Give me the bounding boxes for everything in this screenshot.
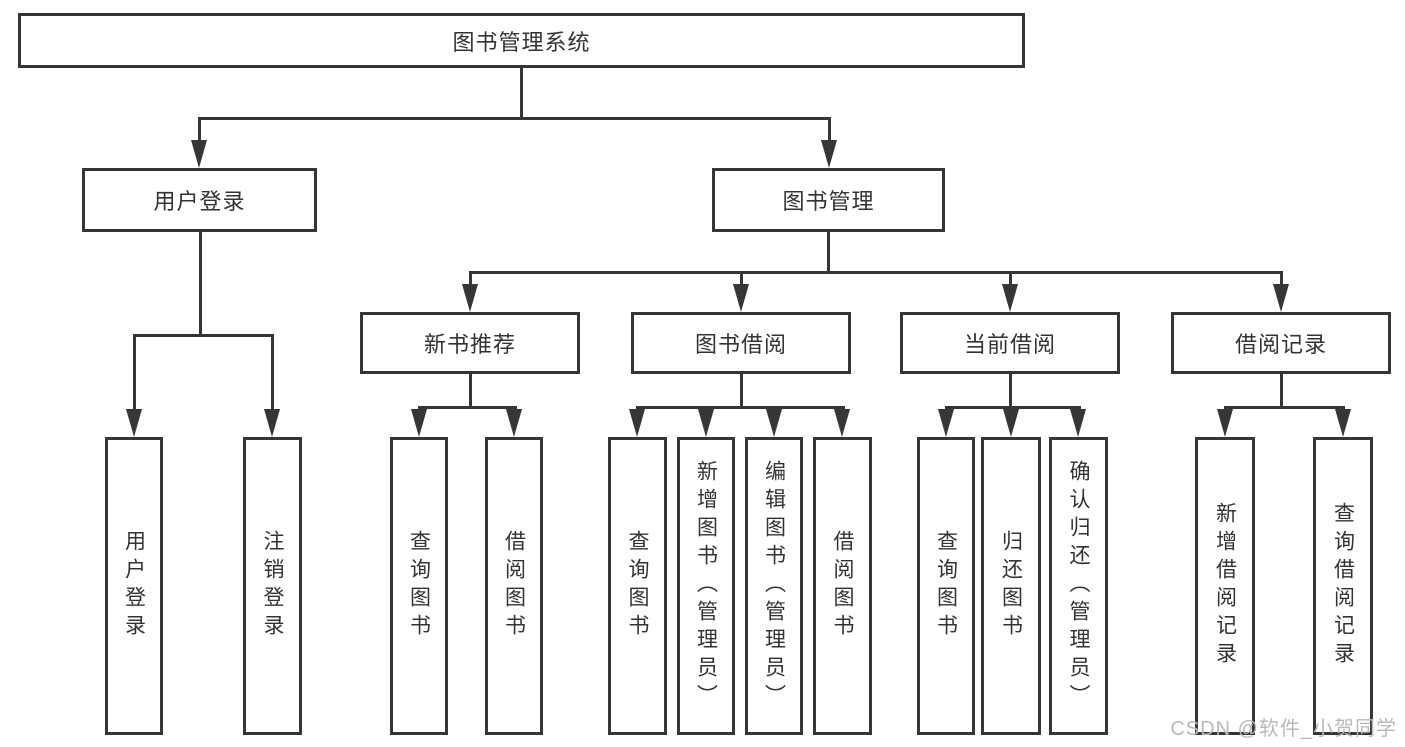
node-user-login: 用户登录	[82, 168, 317, 232]
leaf-user-login: 用户登录	[105, 437, 163, 735]
connector-level2-rail	[198, 117, 831, 120]
connector-stem	[740, 271, 743, 287]
arrow-down-icon	[766, 409, 782, 437]
arrow-down-icon	[1003, 409, 1019, 437]
connector-group-rail	[1224, 406, 1345, 409]
arrow-down-icon	[1273, 284, 1289, 312]
leaf-query-books-current: 查询图书	[917, 437, 975, 735]
leaf-label: 注销登录	[261, 530, 284, 642]
arrow-down-icon	[1002, 284, 1018, 312]
node-label: 新书推荐	[423, 332, 516, 357]
leaf-label: 借阅图书	[502, 530, 526, 642]
arrow-down-icon	[629, 409, 645, 437]
connector-level3-rail	[469, 271, 1283, 274]
connector-group-drop	[1009, 374, 1012, 408]
leaf-borrow-books: 借阅图书	[813, 437, 872, 735]
node-new-book-recommendation: 新书推荐	[360, 312, 580, 374]
arrow-down-icon	[411, 409, 427, 437]
leaf-query-books-borrowing: 查询图书	[608, 437, 667, 735]
arrow-down-icon	[1070, 409, 1086, 437]
connector-stem	[1009, 271, 1012, 287]
leaf-label: 查询图书	[407, 530, 431, 642]
leaf-query-books-recommend: 查询图书	[390, 437, 448, 735]
leaf-label: 归还图书	[999, 530, 1023, 642]
arrow-down-icon	[264, 409, 280, 437]
leaf-query-borrow-record: 查询借阅记录	[1313, 437, 1373, 735]
connector-group-drop	[1280, 374, 1283, 408]
leaf-edit-books-admin: 编辑图书（管理员）	[745, 437, 803, 735]
leaf-label: 新增图书（管理员）	[694, 460, 718, 712]
node-book-borrowing: 图书借阅	[631, 312, 851, 374]
arrow-down-icon	[462, 284, 478, 312]
leaf-logout: 注销登录	[243, 437, 302, 735]
leaf-label: 编辑图书（管理员）	[762, 460, 786, 712]
connector-stem	[271, 334, 274, 412]
csdn-watermark: CSDN @软件_小贺同学	[1170, 718, 1397, 740]
arrow-down-icon	[698, 409, 714, 437]
node-label: 图书借阅	[694, 332, 787, 357]
connector-group-rail	[418, 406, 517, 409]
connector-stem	[198, 117, 201, 143]
leaf-label: 确认归还（管理员）	[1067, 460, 1090, 712]
connector-group-rail	[945, 406, 1081, 409]
node-label: 图书管理系统	[452, 29, 591, 55]
arrow-down-icon	[834, 409, 850, 437]
arrow-down-icon	[938, 409, 954, 437]
arrow-down-icon	[733, 284, 749, 312]
connector-group-drop	[469, 374, 472, 408]
node-label: 当前借阅	[963, 332, 1056, 357]
arrow-down-icon	[126, 409, 142, 437]
node-label: 借阅记录	[1234, 332, 1327, 357]
leaf-add-books-admin: 新增图书（管理员）	[677, 437, 735, 735]
connector-stem	[133, 334, 136, 412]
connector-group-rail	[636, 406, 845, 409]
node-borrowing-records: 借阅记录	[1171, 312, 1391, 374]
leaf-label: 新增借阅记录	[1213, 502, 1237, 670]
connector-group-drop	[740, 374, 743, 408]
connector-root-drop	[520, 68, 523, 120]
leaf-label: 查询图书	[626, 530, 649, 642]
connector-book-mgmt-drop	[827, 232, 830, 274]
arrow-down-icon	[821, 140, 837, 168]
leaf-borrow-books-recommend: 借阅图书	[485, 437, 543, 735]
connector-user-login-rail	[133, 334, 274, 337]
arrow-down-icon	[506, 409, 522, 437]
arrow-down-icon	[1335, 409, 1351, 437]
leaf-label: 查询图书	[934, 530, 958, 642]
connector-stem	[1280, 271, 1283, 287]
connector-stem	[828, 117, 831, 143]
arrow-down-icon	[191, 140, 207, 168]
node-label: 图书管理	[782, 189, 875, 214]
leaf-return-books: 归还图书	[981, 437, 1041, 735]
node-book-management: 图书管理	[712, 168, 945, 232]
leaf-label: 查询借阅记录	[1331, 502, 1355, 670]
connector-user-login-drop	[199, 232, 202, 336]
arrow-down-icon	[1217, 409, 1233, 437]
leaf-label: 借阅图书	[831, 530, 854, 642]
leaf-confirm-return-admin: 确认归还（管理员）	[1049, 437, 1108, 735]
node-label: 用户登录	[153, 189, 246, 214]
connector-stem	[469, 271, 472, 287]
node-current-borrowing: 当前借阅	[900, 312, 1120, 374]
leaf-label: 用户登录	[122, 530, 146, 642]
leaf-add-borrow-record: 新增借阅记录	[1195, 437, 1255, 735]
node-library-management-system: 图书管理系统	[18, 13, 1025, 68]
